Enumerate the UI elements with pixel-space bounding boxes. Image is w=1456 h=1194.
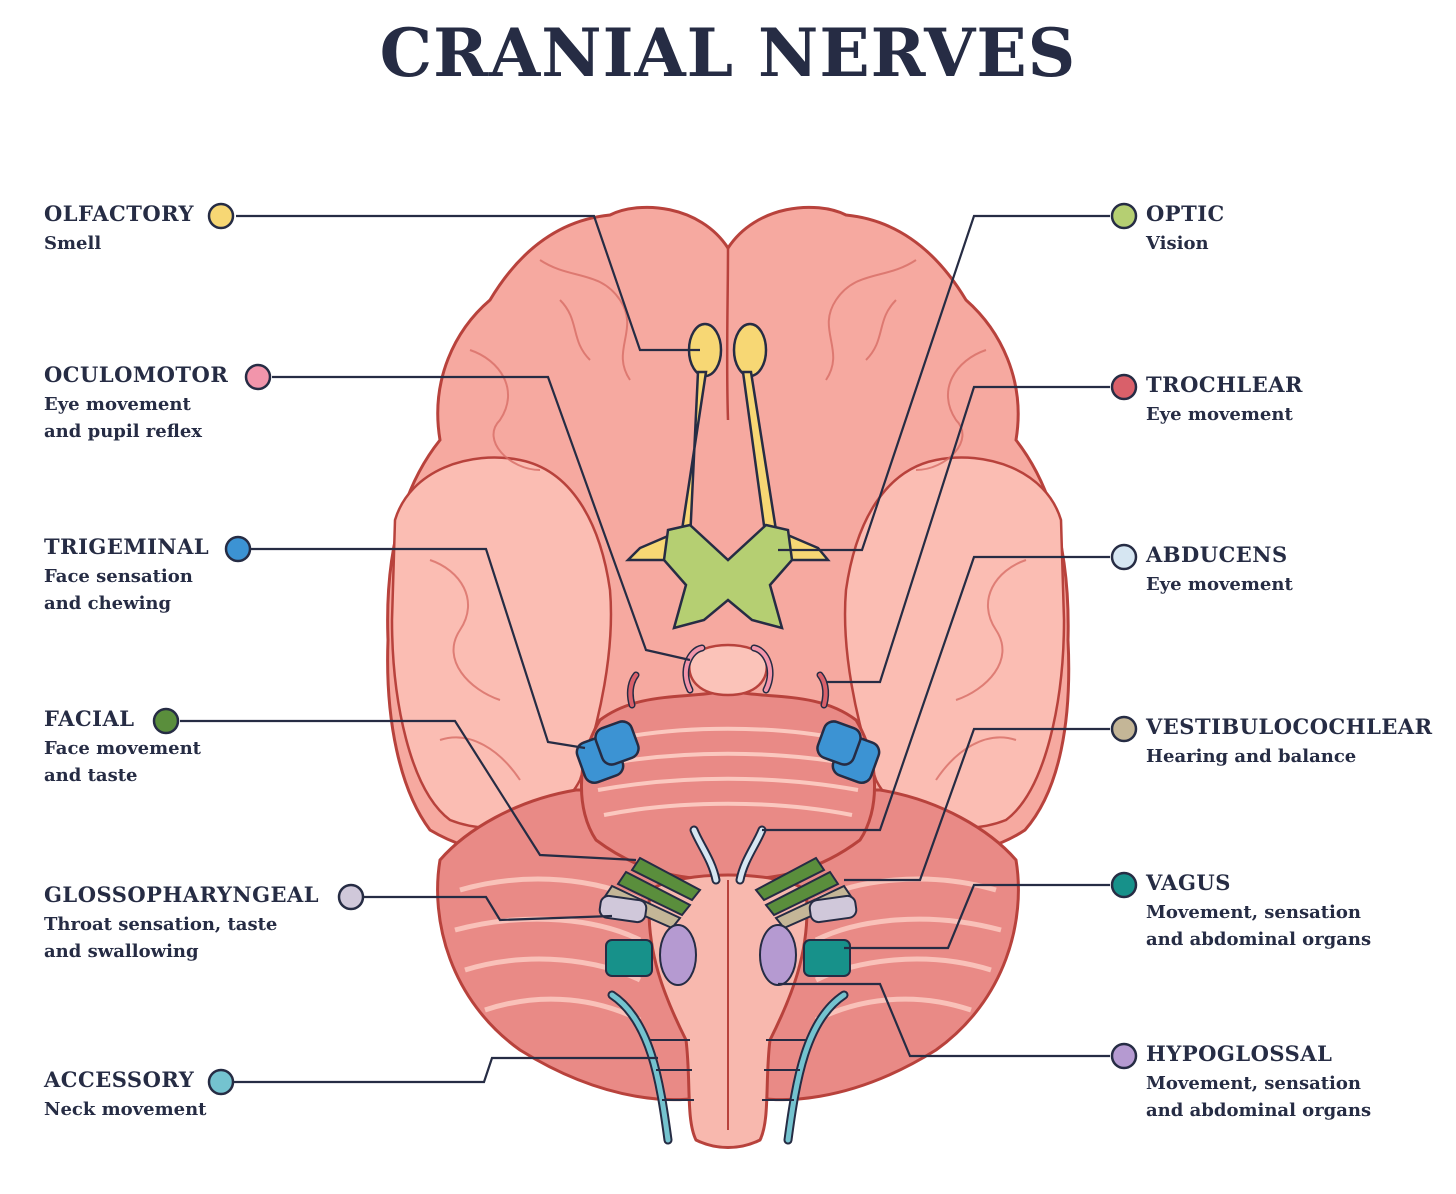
nerve-name: ABDUCENS <box>1146 542 1288 567</box>
nerve-function: Eye movement <box>1146 574 1293 595</box>
nerve-function: Face movement and taste <box>44 738 201 786</box>
nerve-name: OCULOMOTOR <box>44 362 229 387</box>
temporal-lobe-right <box>843 456 1066 829</box>
facial-marker <box>152 707 180 735</box>
leader-optic <box>778 214 1110 552</box>
nerve-name: TROCHLEAR <box>1146 372 1303 397</box>
nerve-markers <box>152 202 1138 1096</box>
trochlear-marker <box>1110 373 1138 401</box>
leader-abducens <box>762 555 1110 832</box>
nerve-function: Movement, sensation and abdominal organs <box>1146 902 1372 950</box>
leader-vagus <box>844 883 1110 950</box>
leader-trochlear <box>826 385 1110 684</box>
nerve-function: Throat sensation, taste and swallowing <box>44 914 278 962</box>
oculomotor-marker <box>244 363 272 391</box>
nerve-name: VESTIBULOCOCHLEAR <box>1146 714 1433 739</box>
nerve-name: OLFACTORY <box>44 201 194 226</box>
trigeminal-nerve-shape <box>575 720 881 785</box>
optic-chiasm <box>662 523 794 630</box>
trigeminal-marker <box>224 535 252 563</box>
leader-hypoglossal <box>778 982 1110 1058</box>
nerve-function: Face sensation and chewing <box>44 566 193 614</box>
label-trochlear: TROCHLEAR Eye movement <box>1146 372 1303 428</box>
nerve-name: OPTIC <box>1146 201 1225 226</box>
abducens-marker <box>1110 543 1138 571</box>
nerve-name: FACIAL <box>44 706 135 731</box>
nerve-function: Hearing and balance <box>1146 746 1357 767</box>
nerve-function: Vision <box>1146 233 1209 254</box>
page-title: CRANIAL NERVES <box>379 14 1077 92</box>
nerve-name: ACCESSORY <box>44 1067 195 1092</box>
leader-lines <box>180 214 1110 1084</box>
label-glossopharyngeal: GLOSSOPHARYNGEAL Throat sensation, taste… <box>44 882 319 965</box>
label-optic: OPTIC Vision <box>1146 201 1225 257</box>
label-trigeminal: TRIGEMINAL Face sensation and chewing <box>44 534 209 617</box>
hypoglossal-marker <box>1110 1042 1138 1070</box>
label-accessory: ACCESSORY Neck movement <box>44 1067 206 1123</box>
nerve-name: HYPOGLOSSAL <box>1146 1041 1333 1066</box>
nerve-function: Smell <box>44 233 102 254</box>
label-olfactory: OLFACTORY Smell <box>44 201 194 257</box>
nerve-function: Neck movement <box>44 1099 207 1120</box>
label-oculomotor: OCULOMOTOR Eye movement and pupil reflex <box>44 362 228 445</box>
nerve-name: GLOSSOPHARYNGEAL <box>44 882 320 907</box>
optic-marker <box>1110 202 1138 230</box>
leader-olfactory <box>236 214 700 352</box>
label-hypoglossal: HYPOGLOSSAL Movement, sensation and abdo… <box>1146 1041 1371 1124</box>
leader-trigeminal <box>250 547 586 750</box>
temporal-lobe-left <box>390 456 613 829</box>
nerve-function: Eye movement <box>1146 404 1293 425</box>
vestibulocochlear-marker <box>1110 715 1138 743</box>
vagus-marker <box>1110 871 1138 899</box>
leader-facial <box>180 719 637 862</box>
nerve-function: Eye movement and pupil reflex <box>44 394 203 442</box>
nerve-name: VAGUS <box>1146 870 1231 895</box>
olfactory-marker <box>207 202 235 230</box>
label-facial: FACIAL Face movement and taste <box>44 706 201 789</box>
accessory-marker <box>207 1068 235 1096</box>
label-abducens: ABDUCENS Eye movement <box>1146 542 1293 598</box>
leader-oculomotor <box>272 375 691 662</box>
brain-illustration <box>386 205 1071 1149</box>
leader-glossopharyngeal <box>364 895 613 922</box>
glossopharyngeal-marker <box>337 883 365 911</box>
leader-accessory <box>234 1056 658 1084</box>
nerve-name: TRIGEMINAL <box>44 534 210 559</box>
label-vestibulocochlear: VESTIBULOCOCHLEAR Hearing and balance <box>1146 714 1433 770</box>
nerve-function: Movement, sensation and abdominal organs <box>1146 1073 1372 1121</box>
leader-vestibulocochlear <box>844 727 1110 882</box>
label-vagus: VAGUS Movement, sensation and abdominal … <box>1146 870 1371 953</box>
